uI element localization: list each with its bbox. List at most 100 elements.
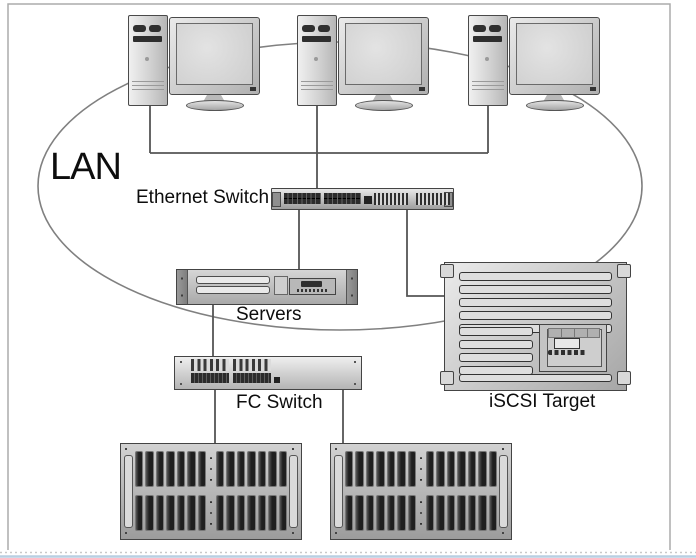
disk-slot — [436, 451, 445, 487]
disk-slot — [407, 451, 416, 487]
monitor-screen — [516, 23, 593, 85]
vent-slot — [459, 285, 612, 294]
drive-bay — [302, 36, 331, 42]
rack-ear — [177, 270, 188, 304]
disk-slot — [236, 495, 246, 531]
disk-slot — [197, 451, 206, 487]
disk-row — [135, 494, 287, 532]
ethernet-switch-label: Ethernet Switch — [136, 187, 270, 208]
disk-row — [135, 450, 287, 488]
drive-bays — [302, 25, 330, 32]
disk-slot — [257, 451, 267, 487]
computer-tower — [468, 15, 508, 106]
monitor-neck — [543, 95, 565, 102]
vent-slot — [459, 353, 533, 362]
workstation-3 — [468, 15, 600, 111]
rj45-port-bank — [324, 193, 361, 204]
iscsi-target — [440, 262, 631, 391]
disk-slot — [386, 451, 396, 487]
disk-slot — [478, 451, 487, 487]
disk-slot — [145, 495, 154, 531]
array-rail — [334, 455, 343, 528]
disk-slot — [197, 495, 206, 531]
monitor-badge — [590, 87, 596, 91]
disk-slot — [478, 495, 487, 531]
rack-ear — [346, 270, 357, 304]
monitor — [509, 17, 600, 95]
sfp-modules — [233, 359, 271, 371]
drive-bays — [473, 25, 501, 32]
rack-ear — [617, 264, 631, 278]
monitor — [338, 17, 429, 95]
disk-group — [216, 495, 287, 531]
disk-slot — [216, 451, 225, 487]
fc-port-group — [233, 359, 271, 384]
rack-ear — [440, 371, 454, 385]
fc-port-row — [233, 373, 271, 383]
computer-tower — [297, 15, 337, 106]
disk-slot — [187, 495, 196, 531]
disk-slot — [355, 495, 364, 531]
disk-group — [426, 495, 497, 531]
drive-bay — [317, 25, 330, 32]
drive-bay — [302, 25, 315, 32]
disk-slot — [155, 495, 165, 531]
fc-port-row — [191, 373, 229, 383]
drive-bay — [488, 25, 501, 32]
disk-group — [135, 495, 206, 531]
monitor-neck — [203, 95, 225, 102]
switch-button — [274, 377, 280, 383]
disk-slot — [376, 451, 385, 487]
disk-slot — [457, 451, 466, 487]
led-column — [416, 495, 426, 531]
disk-slot — [355, 451, 364, 487]
vent-slot — [459, 298, 612, 307]
workstation-1 — [128, 15, 260, 111]
disk-slot — [176, 451, 186, 487]
disk-slot — [365, 451, 375, 487]
sfp-modules — [191, 359, 229, 371]
monitor — [169, 17, 260, 95]
disk-slot — [166, 495, 175, 531]
led-column — [206, 451, 216, 487]
array-rail — [289, 455, 298, 528]
ethernet-switch — [271, 188, 454, 210]
disk-slot — [268, 495, 277, 531]
drive-bay — [473, 25, 486, 32]
disk-slot — [488, 451, 497, 487]
monitor-badge — [250, 87, 256, 91]
disk-slot — [135, 451, 144, 487]
uplink-module — [364, 196, 372, 204]
link-ethswitch-iscsi — [406, 208, 445, 297]
disk-slot — [386, 495, 396, 531]
disk-array-1 — [120, 443, 302, 540]
array-rail — [124, 455, 133, 528]
computer-tower — [128, 15, 168, 106]
tower-vents — [301, 78, 333, 91]
disk-slot — [247, 451, 256, 487]
panel-display — [554, 338, 580, 349]
connector-port — [301, 281, 322, 287]
disk-slot — [226, 451, 235, 487]
disk-slot — [397, 451, 406, 487]
drive-bay — [133, 25, 146, 32]
tower-vents — [132, 78, 164, 91]
disk-slot — [467, 495, 477, 531]
tower-vents — [472, 78, 504, 91]
monitor-base — [355, 100, 413, 111]
drive-bays — [133, 25, 161, 32]
disk-slot — [135, 495, 144, 531]
disk-row — [345, 450, 497, 488]
vent-slot — [459, 272, 612, 281]
disk-slot — [216, 495, 225, 531]
monitor-badge — [419, 87, 425, 91]
workstation-2 — [297, 15, 429, 111]
server-panel — [274, 276, 288, 295]
vent-slot — [459, 340, 533, 349]
disk-slot — [488, 495, 497, 531]
rack-ear — [440, 264, 454, 278]
port-stripe-group — [416, 193, 450, 205]
disk-slot — [176, 495, 186, 531]
